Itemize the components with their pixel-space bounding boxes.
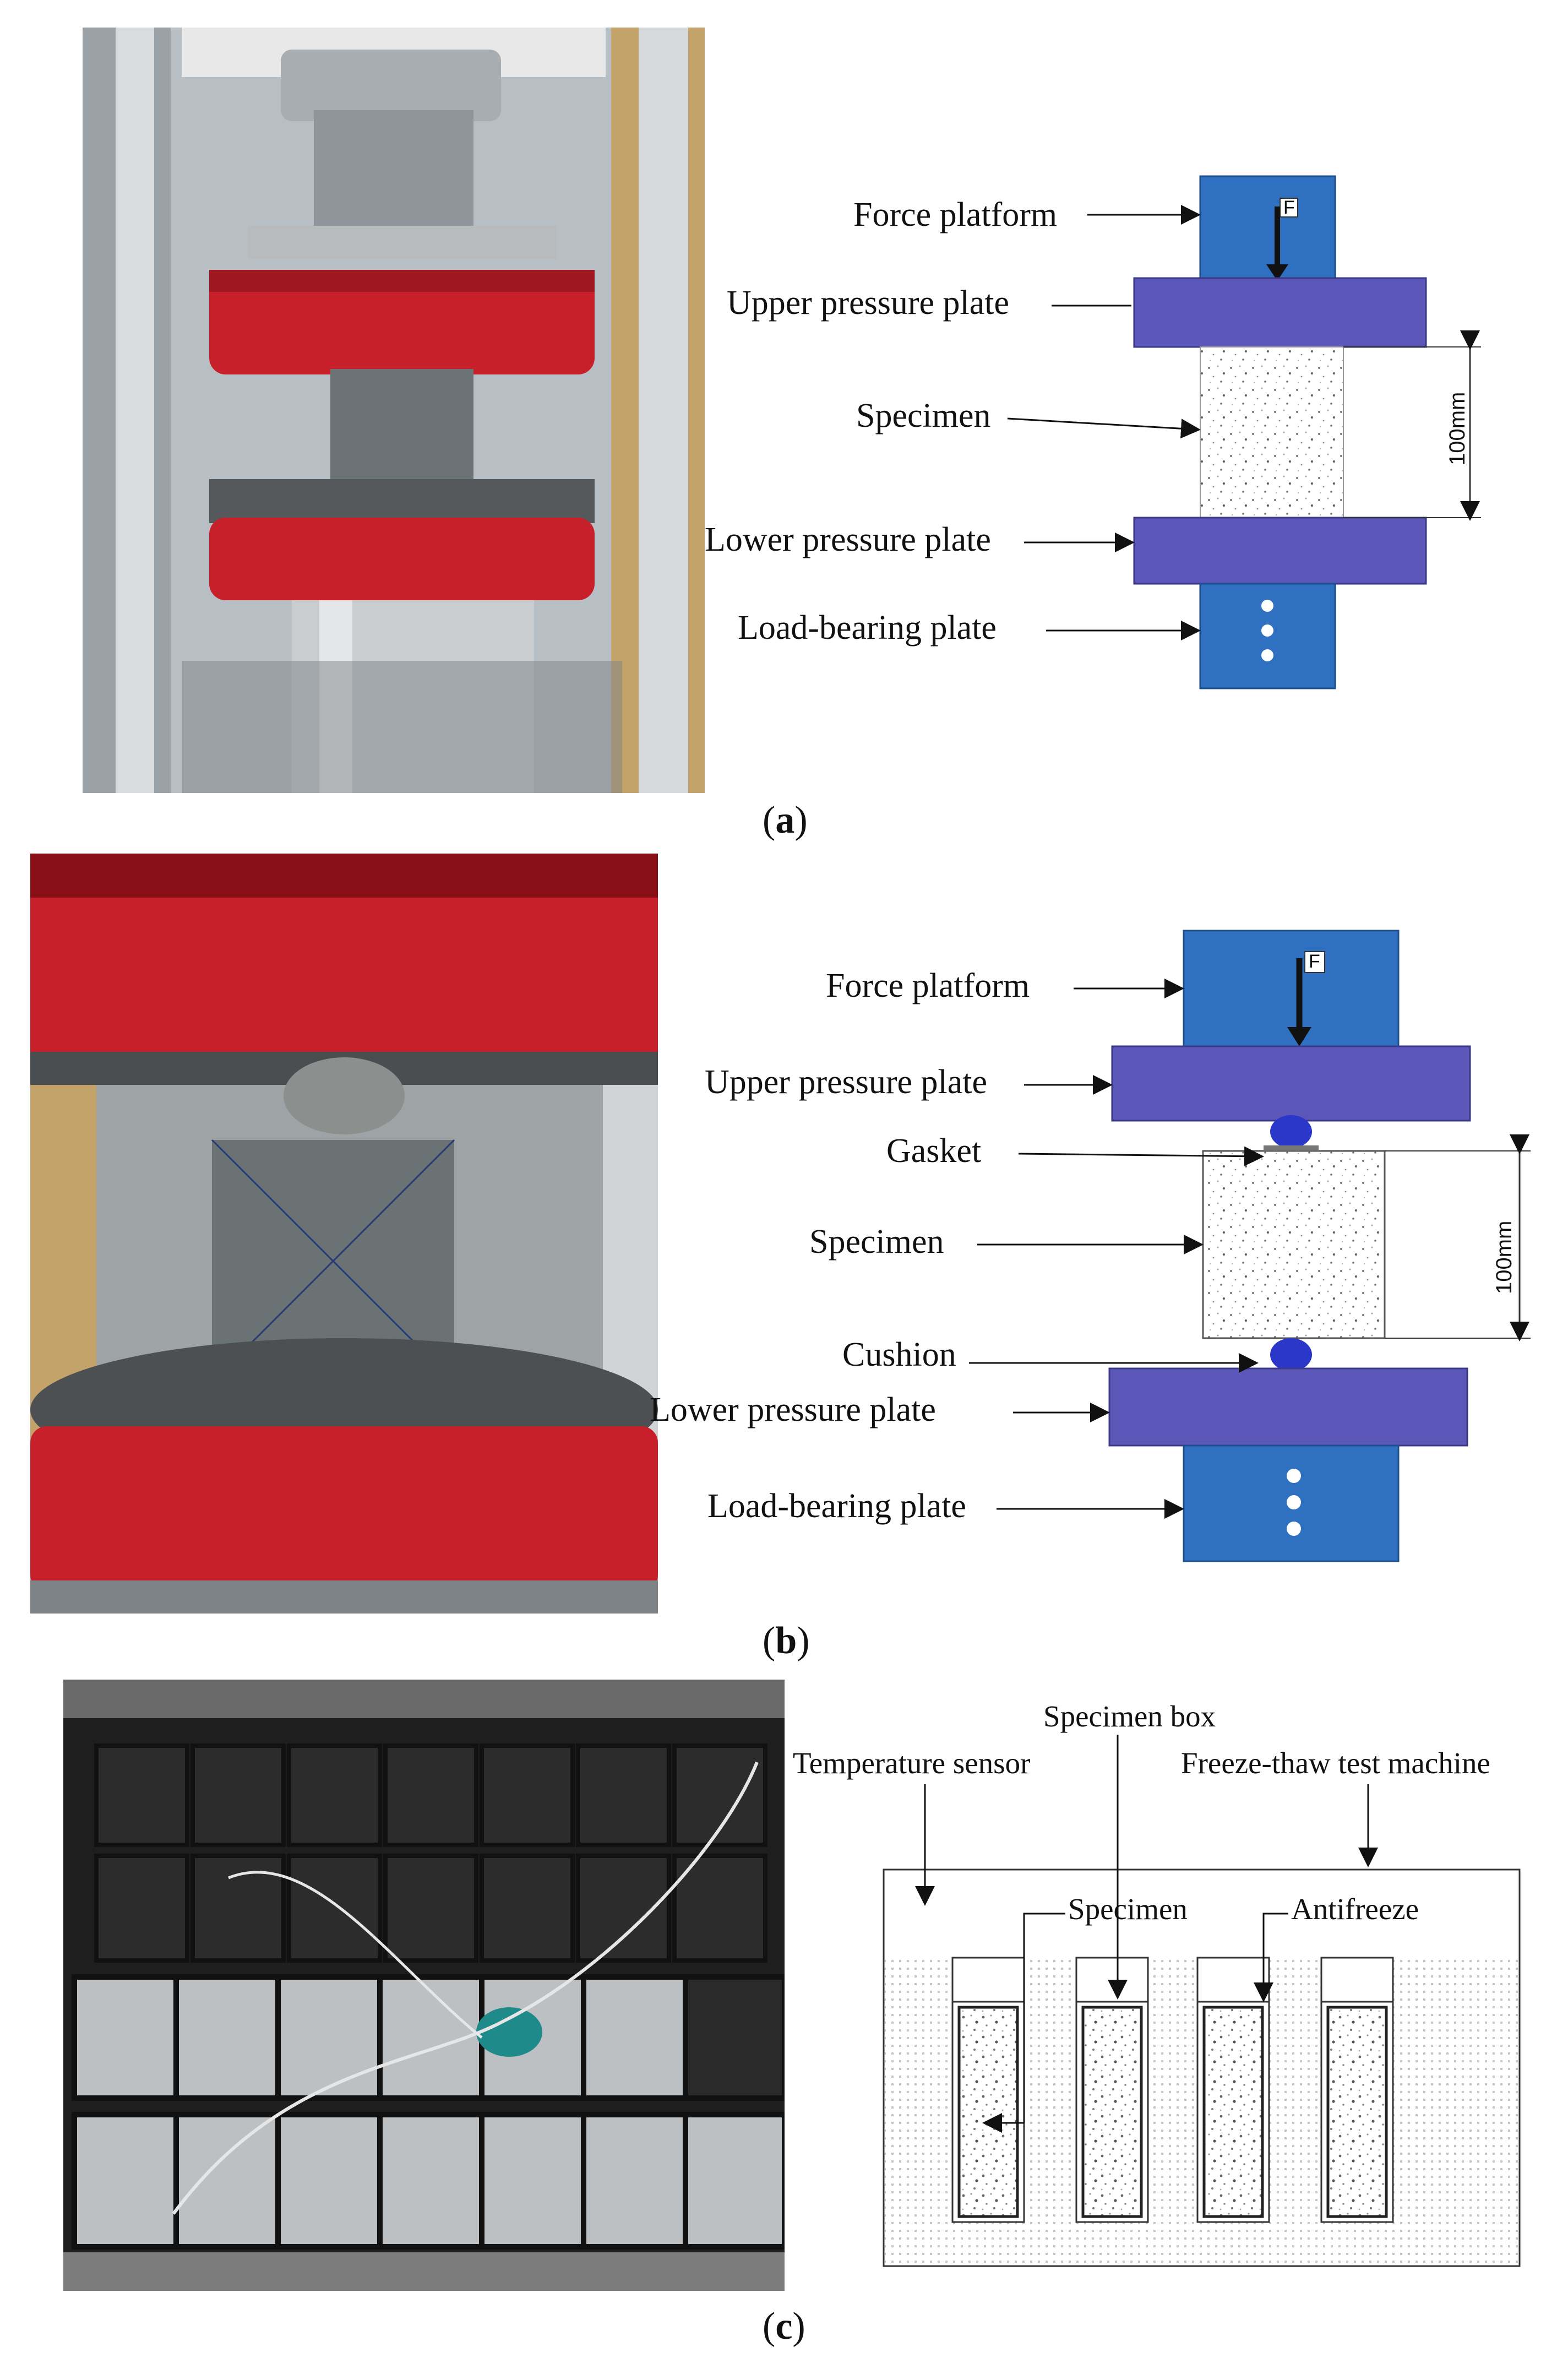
label-specimen-box: Specimen box bbox=[1043, 1699, 1216, 1733]
force-platform-block bbox=[1199, 175, 1336, 279]
label-gasket: Gasket bbox=[886, 1132, 981, 1170]
dimension-label: 100mm bbox=[1492, 1221, 1516, 1294]
schematic-freeze-thaw-machine: Specimen box Temperature sensor Freeze-t… bbox=[782, 1696, 1564, 2291]
photo-compression-test-a bbox=[83, 28, 705, 793]
force-label: F bbox=[1283, 197, 1295, 218]
caption-a: (a) bbox=[763, 799, 808, 841]
lower-pressure-plate-block bbox=[1108, 1367, 1468, 1447]
gasket-shape bbox=[1270, 1115, 1312, 1148]
specimen-boxes bbox=[951, 1957, 1394, 2223]
upper-pressure-plate-block bbox=[1111, 1045, 1471, 1122]
schematic-compression-a: F 100mm Force platform Upper pressure pl… bbox=[699, 165, 1547, 705]
schematic-compression-b: F 100mm Force platform Upper pressure pl… bbox=[650, 914, 1558, 1591]
force-label: F bbox=[1309, 951, 1320, 972]
label-force-platform: Force platform bbox=[826, 967, 1030, 1004]
label-freeze-thaw-machine: Freeze-thaw test machine bbox=[1181, 1746, 1490, 1780]
specimen-block bbox=[1200, 346, 1344, 518]
label-specimen: Specimen bbox=[856, 397, 991, 434]
label-force-platform: Force platform bbox=[853, 196, 1057, 233]
label-upper-pressure-plate: Upper pressure plate bbox=[705, 1063, 987, 1101]
photo-freeze-thaw-chamber bbox=[63, 1680, 785, 2291]
dimension-label: 100mm bbox=[1445, 392, 1469, 465]
label-load-bearing-plate: Load-bearing plate bbox=[707, 1487, 966, 1525]
label-cushion: Cushion bbox=[842, 1336, 956, 1373]
upper-pressure-plate-block bbox=[1133, 277, 1427, 348]
photo-compression-test-b bbox=[30, 854, 658, 1614]
label-antifreeze: Antifreeze bbox=[1291, 1892, 1419, 1926]
label-upper-pressure-plate: Upper pressure plate bbox=[727, 284, 1009, 322]
label-specimen: Specimen bbox=[809, 1223, 944, 1261]
label-temperature-sensor: Temperature sensor bbox=[793, 1746, 1030, 1780]
label-load-bearing-plate: Load-bearing plate bbox=[738, 609, 997, 647]
label-lower-pressure-plate: Lower pressure plate bbox=[650, 1391, 936, 1428]
caption-b: (b) bbox=[763, 1620, 810, 1662]
cushion-shape bbox=[1270, 1338, 1312, 1371]
lower-pressure-plate-block bbox=[1133, 517, 1427, 585]
caption-c: (c) bbox=[763, 2305, 805, 2348]
specimen-block bbox=[1202, 1150, 1386, 1339]
label-specimen: Specimen bbox=[1068, 1892, 1188, 1926]
label-lower-pressure-plate: Lower pressure plate bbox=[705, 521, 991, 558]
